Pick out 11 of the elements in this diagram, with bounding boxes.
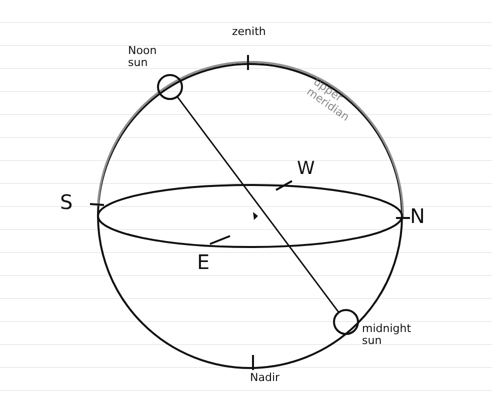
nadir-label: Nadir [250, 372, 280, 384]
sun-label: Noon sun [128, 45, 158, 68]
direction-label: E [197, 252, 210, 273]
sun-circle [333, 309, 359, 335]
direction-label: W [297, 160, 315, 179]
direction-label: N [410, 206, 425, 227]
direction-label: S [60, 192, 73, 213]
connector-line [176, 96, 340, 313]
sun-circle [157, 74, 183, 100]
sun-label: midnight sun [362, 323, 412, 346]
zenith-label: zenith [232, 26, 266, 38]
